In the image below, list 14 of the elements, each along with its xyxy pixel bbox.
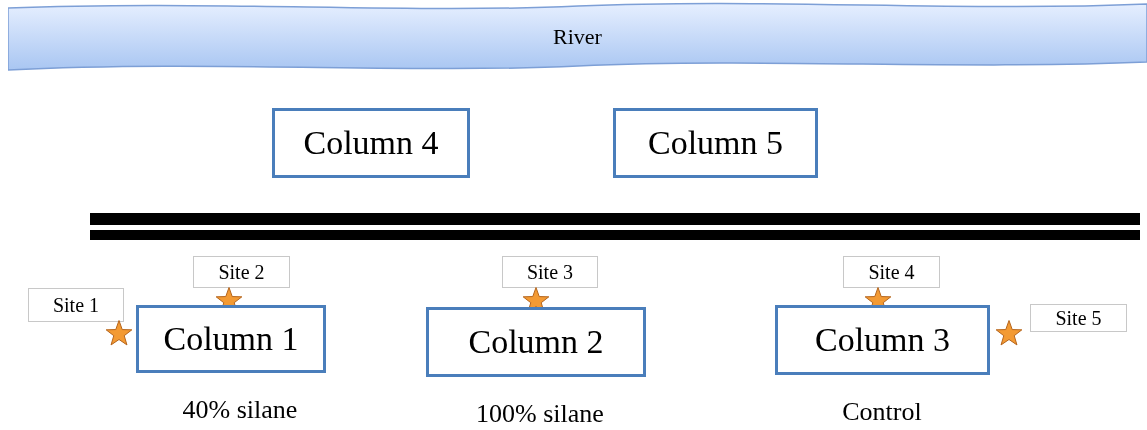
site-label: Site 1 [28,288,124,322]
site-label: Site 5 [1030,304,1127,332]
site-label: Site 4 [843,256,940,288]
site-label: Site 3 [502,256,598,288]
column-box: Column 4 [272,108,470,178]
node-label: 40% silane [182,395,298,425]
node-label: Control [842,397,922,427]
node-label: 100% silane [476,399,604,429]
column-box: Column 5 [613,108,818,178]
river-band: River [8,0,1147,74]
column-box: Column 1 [136,305,326,373]
site-label: Site 2 [193,256,290,288]
column-box: Column 2 [426,307,646,377]
column-box: Column 3 [775,305,990,375]
